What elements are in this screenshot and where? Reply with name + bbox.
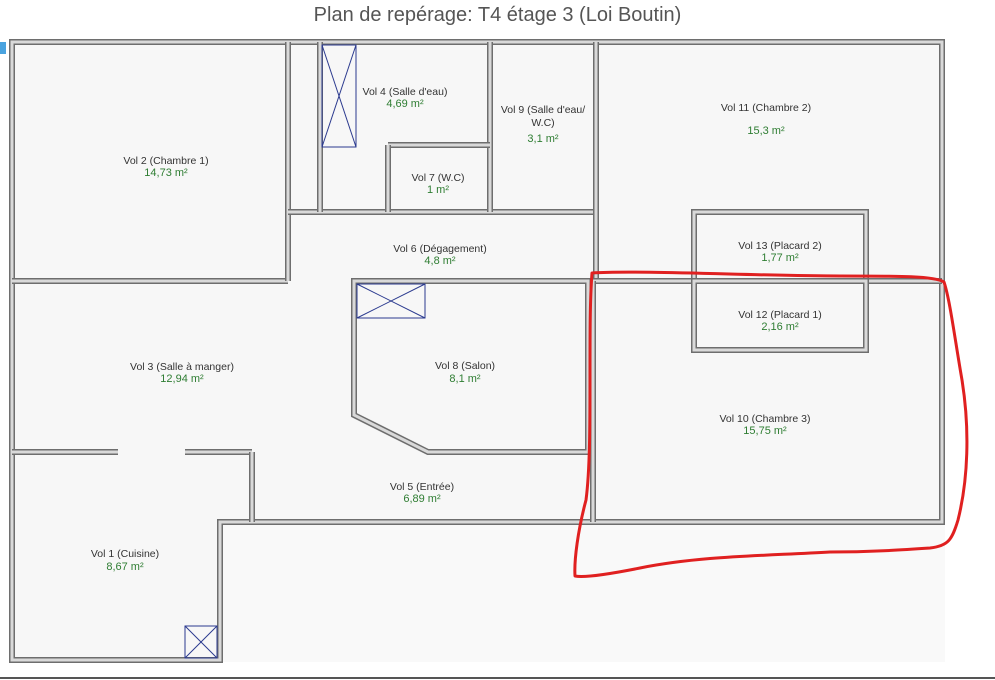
vol8-name: Vol 8 (Salon) — [435, 360, 495, 372]
vol9-name-line1: Vol 9 (Salle d'eau/ — [501, 104, 585, 116]
vol6-area: 4,8 m² — [424, 255, 456, 267]
highlight-outline — [573, 270, 969, 578]
vol4-name: Vol 4 (Salle d'eau) — [363, 86, 448, 98]
vol8-area: 8,1 m² — [449, 373, 481, 385]
lower-area — [220, 522, 945, 662]
vol7-area: 1 m² — [427, 184, 449, 196]
vol10-name: Vol 10 (Chambre 3) — [719, 413, 810, 425]
vol1-area: 8,67 m² — [106, 561, 144, 573]
apartment-floor — [12, 42, 942, 660]
plan-title: Plan de repérage: T4 étage 3 (Loi Boutin… — [313, 4, 682, 26]
vol9-area: 3,1 m² — [527, 133, 559, 145]
vol13-area: 1,77 m² — [761, 252, 799, 264]
vol11-area: 15,3 m² — [747, 125, 785, 137]
vol13-name: Vol 13 (Placard 2) — [738, 240, 821, 252]
vol1-name: Vol 1 (Cuisine) — [91, 548, 159, 560]
vol5-name: Vol 5 (Entrée) — [390, 481, 454, 493]
vol12-area: 2,16 m² — [761, 321, 799, 333]
left-marker — [0, 42, 6, 54]
vol3-area: 12,94 m² — [160, 373, 204, 385]
vol4-area: 4,69 m² — [386, 98, 424, 110]
shaft-marks — [184, 44, 426, 659]
vol9-name-line2: W.C) — [531, 117, 554, 129]
vol11-name: Vol 11 (Chambre 2) — [721, 102, 811, 114]
outer-wall-core — [10, 40, 944, 662]
vol3-name: Vol 3 (Salle à manger) — [130, 361, 234, 373]
vol2-name: Vol 2 (Chambre 1) — [123, 155, 208, 167]
vol10-area: 15,75 m² — [743, 425, 787, 437]
bottom-border — [0, 677, 995, 679]
vol5-area: 6,89 m² — [403, 493, 441, 505]
room-labels: Vol 2 (Chambre 1) 14,73 m² Vol 4 (Salle … — [91, 86, 822, 573]
interior-walls — [12, 42, 942, 522]
vol6-name: Vol 6 (Dégagement) — [393, 243, 486, 255]
vol2-area: 14,73 m² — [144, 167, 188, 179]
vol12-name: Vol 12 (Placard 1) — [738, 309, 821, 321]
vol7-name: Vol 7 (W.C) — [411, 172, 464, 184]
